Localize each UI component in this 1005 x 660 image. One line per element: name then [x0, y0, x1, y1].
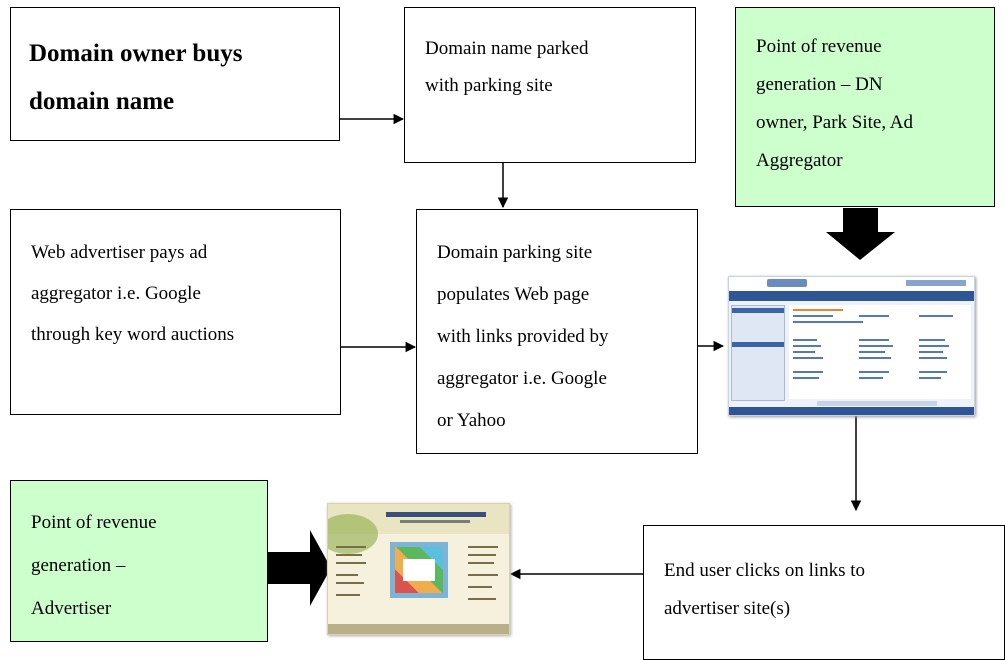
domain-parked-line-1: Domain name parked [425, 38, 589, 59]
thumb-link [919, 345, 949, 347]
thumb-sidebar-bar [732, 342, 784, 347]
thumb-text-line [468, 598, 496, 600]
thumb-left-column [334, 544, 370, 614]
thumb-search-bar [817, 401, 937, 406]
revenue-dn-line-1: Point of revenue [756, 36, 882, 57]
thumb-link [919, 371, 947, 373]
end-user-box: End user clicks on links to advertiser s… [643, 525, 1005, 660]
thumb-link [859, 345, 893, 347]
thumb-text-line [468, 554, 496, 556]
thumb-text-line [336, 546, 366, 548]
thumb-title [386, 512, 486, 517]
thumb-subtitle [400, 520, 470, 523]
thumb-link [859, 351, 885, 353]
thumb-text-line [336, 582, 364, 584]
thumb-link [859, 377, 883, 379]
thumb-link [793, 321, 863, 323]
revenue-advertiser-line-1: Point of revenue [31, 512, 157, 533]
thumb-main [789, 305, 971, 399]
thumb-link [919, 339, 945, 341]
thumb-link [859, 315, 889, 317]
thumb-navbar [729, 291, 974, 301]
thumb-sidebar-bar [732, 308, 784, 313]
thumb-link [919, 357, 947, 359]
revenue-dn-owner-box: Point of revenue generation – DN owner, … [735, 7, 995, 207]
parking-page-thumbnail [728, 276, 975, 416]
revenue-dn-line-3: owner, Park Site, Ad [756, 112, 914, 133]
thumb-heading [793, 309, 843, 311]
parking-populates-line-4: aggregator i.e. Google [437, 368, 607, 389]
thumb-text-line [468, 574, 498, 576]
revenue-dn-line-4: Aggregator [756, 150, 843, 171]
revenue-advertiser-box: Point of revenue generation – Advertiser [10, 480, 268, 642]
thumb-text-line [468, 586, 492, 588]
parking-populates-box: Domain parking site populates Web page w… [416, 209, 698, 454]
thumb-photo-center [403, 559, 435, 581]
parking-populates-line-5: or Yahoo [437, 410, 506, 431]
domain-owner-line-2: domain name [29, 88, 175, 115]
thumb-link [793, 351, 815, 353]
thumb-photo-frame [390, 542, 448, 598]
domain-parked-line-2: with parking site [425, 75, 553, 96]
thumb-link [859, 371, 889, 373]
advertiser-pays-box: Web advertiser pays ad aggregator i.e. G… [10, 209, 341, 415]
end-user-line-1: End user clicks on links to [664, 560, 866, 581]
domain-owner-box: Domain owner buys domain name [10, 7, 340, 141]
revenue-dn-line-2: generation – DN [756, 74, 883, 95]
advertiser-pays-line-3: through key word auctions [31, 324, 235, 345]
domain-parked-box: Domain name parked with parking site [404, 7, 696, 163]
advertiser-pays-line-1: Web advertiser pays ad [31, 242, 208, 263]
thumb-text-line [336, 554, 362, 556]
advertiser-pays-line-2: aggregator i.e. Google [31, 283, 201, 304]
advertiser-site-thumbnail [327, 503, 510, 635]
thumb-link [859, 339, 889, 341]
thumb-link [793, 345, 821, 347]
thumb-link [793, 357, 823, 359]
thumb-logo [767, 279, 807, 287]
thumb-footer [729, 407, 974, 415]
thumb-link [793, 371, 823, 373]
block-arrow-right-icon [268, 530, 331, 606]
thumb-header [729, 277, 974, 291]
thumb-text-line [336, 562, 366, 564]
revenue-advertiser-line-3: Advertiser [31, 598, 112, 619]
thumb-link [859, 357, 891, 359]
thumb-footer [328, 624, 509, 634]
thumb-link [919, 351, 943, 353]
parking-populates-line-3: with links provided by [437, 326, 609, 347]
parking-populates-line-1: Domain parking site [437, 242, 593, 263]
block-arrow-down-icon [826, 208, 895, 260]
end-user-line-2: advertiser site(s) [664, 598, 791, 619]
thumb-header-link [906, 280, 966, 286]
thumb-link [793, 339, 817, 341]
parking-populates-line-2: populates Web page [437, 284, 590, 305]
thumb-link [919, 315, 953, 317]
thumb-link [919, 377, 941, 379]
thumb-text-line [336, 594, 360, 596]
thumb-text-line [468, 562, 494, 564]
thumb-right-column [466, 544, 502, 614]
thumb-link [793, 377, 819, 379]
thumb-text-line [468, 546, 498, 548]
thumb-link [793, 315, 833, 317]
thumb-text-line [336, 574, 358, 576]
domain-owner-line-1: Domain owner buys [29, 40, 243, 67]
revenue-advertiser-line-2: generation – [31, 555, 126, 576]
thumb-sidebar [731, 305, 785, 401]
